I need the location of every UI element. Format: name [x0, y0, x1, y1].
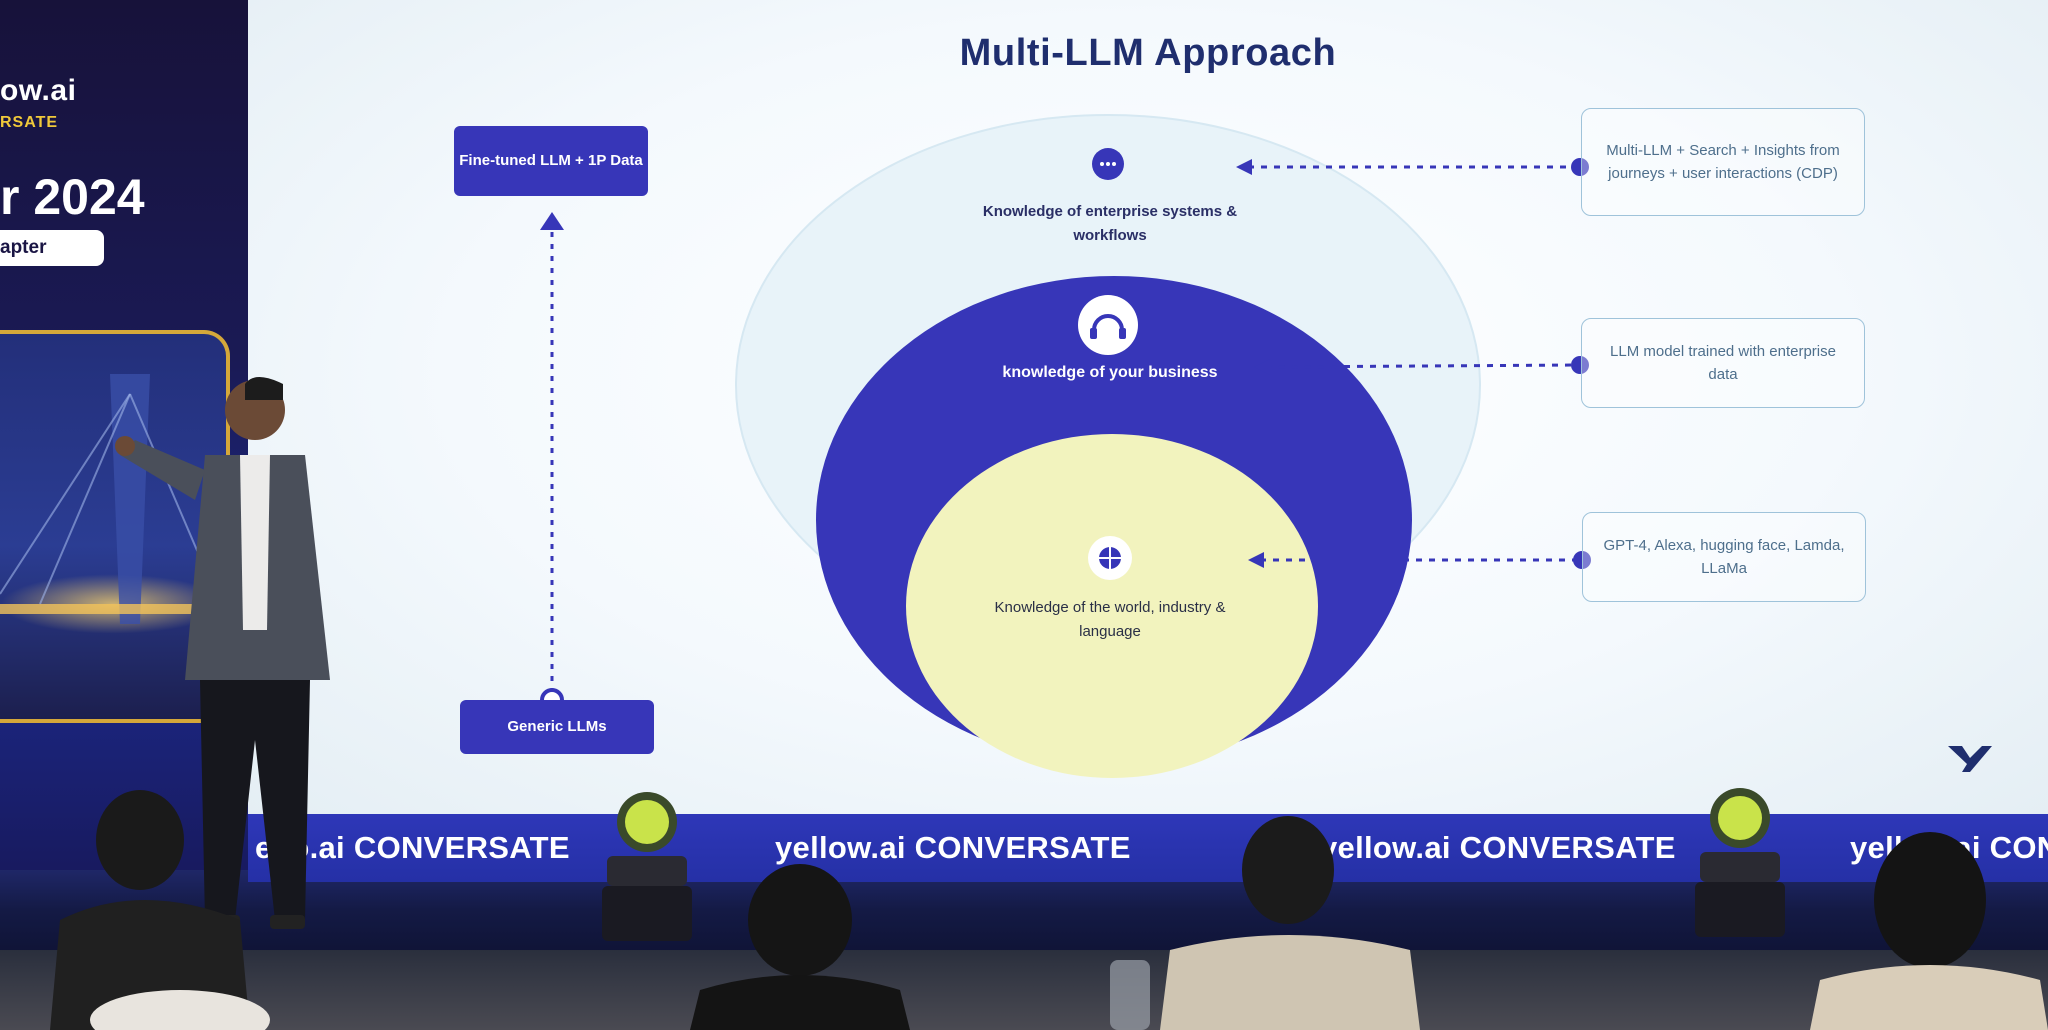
vertical-arrow-head [540, 212, 564, 230]
yellow-ai-logo [1948, 746, 1992, 772]
banner-brand-text: ow.ai [0, 74, 77, 107]
outer-circle-label: Knowledge of enterprise systems & workfl… [982, 203, 1238, 244]
speaker-figure [115, 377, 330, 929]
audience-silhouettes [50, 790, 2048, 1030]
audience-area [0, 950, 2048, 1030]
slide-title: Multi-LLM Approach [959, 32, 1337, 74]
note-box-enterprise-data: LLM model trained with enterprise data [1581, 318, 1865, 408]
bridge-illustration [0, 374, 226, 624]
arrow-2-head [1254, 359, 1270, 375]
slide-diagram [540, 114, 1591, 778]
note-box-gpt4: GPT-4, Alexa, hugging face, Lamda, LLaMa [1582, 512, 1866, 602]
generic-llms-box: Generic LLMs [460, 700, 654, 754]
stage-light-left [602, 792, 692, 941]
banner-year: r 2024 [0, 169, 145, 225]
arrow-2-dot [1571, 356, 1589, 374]
chat-icon [1092, 148, 1124, 180]
band-text-2: yellow.ai CONVERSATE [775, 830, 1131, 865]
arrow-2-line [1265, 363, 1579, 369]
banner-brand-subtext: RSATE [0, 114, 59, 131]
inner-circle [906, 434, 1318, 778]
arrow-1-dot [1571, 158, 1589, 176]
arrow-3-head [1248, 552, 1264, 568]
middle-circle-label: knowledge of your business [1002, 364, 1218, 381]
inner-circle-label: Knowledge of the world, industry & langu… [994, 599, 1226, 640]
band-text-3: yellow.ai CONVERSATE [1320, 830, 1676, 865]
note-box-multi-llm: Multi-LLM + Search + Insights from journ… [1581, 108, 1865, 216]
banner-chapter-pill: apter [0, 230, 104, 266]
headset-icon [1078, 295, 1138, 355]
stage-light-right [1695, 788, 1785, 937]
band-text-1: ello.ai CONVERSATE [255, 830, 570, 865]
arrow-1-head [1236, 159, 1252, 175]
presentation-slide: Multi-LLM Approach [248, 0, 2048, 825]
globe-icon [1088, 536, 1132, 580]
fine-tuned-llm-box: Fine-tuned LLM + 1P Data [454, 126, 648, 196]
banner-photo-frame [0, 330, 230, 723]
